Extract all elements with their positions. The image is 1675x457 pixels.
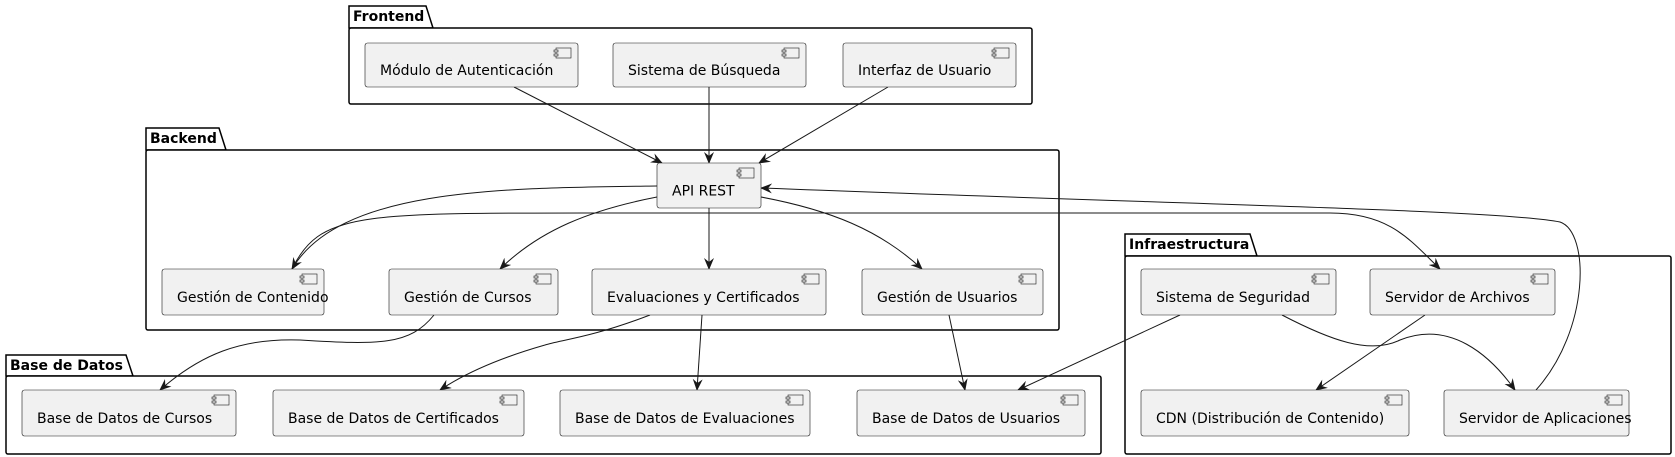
component-icon (1018, 273, 1037, 285)
component-label: Base de Datos de Evaluaciones (575, 411, 795, 427)
component-icon (801, 273, 820, 285)
edge-gcur-to-bdcur (159, 314, 435, 391)
edge-apps-to-api (760, 183, 1581, 391)
component-arch[interactable]: Servidor de Archivos (1369, 268, 1556, 316)
package-title-frontend: Frontend (353, 9, 424, 25)
edge-api-to-gusr (760, 196, 923, 270)
components-layer: Módulo de Autenticación Sistema de Búsque… (21, 42, 1632, 437)
edge-seg-to-bdusr (1017, 314, 1181, 391)
component-bdcert[interactable]: Base de Datos de Certificados (272, 389, 525, 437)
component-box (656, 162, 762, 209)
package-title-infraestructura: Infraestructura (1129, 237, 1249, 253)
edge-gusr-to-bdusr (948, 314, 968, 391)
component-box (21, 389, 237, 437)
component-box (861, 268, 1044, 316)
edges-layer (159, 86, 1581, 391)
component-label: Base de Datos de Usuarios (872, 411, 1060, 427)
component-box (559, 389, 811, 437)
component-box (612, 42, 807, 88)
component-box (856, 389, 1086, 437)
component-icon (781, 47, 800, 59)
component-api[interactable]: API REST (656, 162, 762, 209)
component-box (388, 268, 559, 316)
component-label: Base de Datos de Cursos (37, 411, 212, 427)
component-box (364, 42, 579, 88)
component-label: Evaluaciones y Certificados (607, 290, 800, 306)
component-box (591, 268, 827, 316)
packages-layer: Frontend Backend Infraestructura Base de… (5, 5, 1672, 455)
component-label: Módulo de Autenticación (380, 63, 553, 79)
component-gcur[interactable]: Gestión de Cursos (388, 268, 559, 316)
component-icon (736, 167, 755, 179)
component-label: Interfaz de Usuario (858, 63, 991, 79)
edge-auth-to-api (513, 86, 663, 164)
component-icon (299, 273, 318, 285)
component-bdcur[interactable]: Base de Datos de Cursos (21, 389, 237, 437)
component-box (1140, 268, 1337, 316)
component-bdeval[interactable]: Base de Datos de Evaluaciones (559, 389, 811, 437)
component-label: API REST (672, 184, 735, 200)
component-label: Base de Datos de Certificados (288, 411, 499, 427)
edge-arch-to-cdn (1315, 314, 1426, 391)
edge-api-to-gcont (291, 185, 658, 270)
component-label: Sistema de Seguridad (1156, 290, 1310, 306)
component-apps[interactable]: Servidor de Aplicaciones (1443, 389, 1632, 437)
component-icon (211, 394, 230, 406)
component-box (161, 268, 325, 316)
component-eval[interactable]: Evaluaciones y Certificados (591, 268, 827, 316)
edge-api-to-gcur (499, 196, 658, 270)
package-backend: Backend (145, 127, 1060, 331)
component-gcont[interactable]: Gestión de Contenido (161, 268, 329, 316)
component-icon (1384, 394, 1403, 406)
component-icon (785, 394, 804, 406)
component-icon (553, 47, 572, 59)
edge-seg-to-apps (1281, 314, 1516, 391)
component-busq[interactable]: Sistema de Búsqueda (612, 42, 807, 88)
component-box (1443, 389, 1630, 437)
component-icon (1604, 394, 1623, 406)
component-label: Gestión de Contenido (177, 290, 329, 306)
component-label: Servidor de Aplicaciones (1459, 411, 1632, 427)
component-cdn[interactable]: CDN (Distribución de Contenido) (1140, 389, 1410, 437)
component-bdusr[interactable]: Base de Datos de Usuarios (856, 389, 1086, 437)
component-box (1140, 389, 1410, 437)
edge-gcont-to-arch (291, 212, 1441, 270)
edge-eval-to-bdcert (439, 314, 651, 391)
component-icon (1311, 273, 1330, 285)
edge-ui-to-api (758, 86, 889, 164)
component-ui[interactable]: Interfaz de Usuario (842, 42, 1017, 88)
component-box (272, 389, 525, 437)
component-label: Servidor de Archivos (1385, 290, 1530, 306)
component-gusr[interactable]: Gestión de Usuarios (861, 268, 1044, 316)
edge-eval-to-bdeval (692, 314, 703, 391)
component-label: Sistema de Búsqueda (628, 63, 780, 79)
component-icon (499, 394, 518, 406)
package-title-base-de-datos: Base de Datos (10, 358, 123, 374)
component-icon (1530, 273, 1549, 285)
component-box (842, 42, 1017, 88)
component-icon (1060, 394, 1079, 406)
package-title-backend: Backend (150, 131, 217, 147)
component-icon (533, 273, 552, 285)
component-icon (991, 47, 1010, 59)
component-label: Gestión de Cursos (404, 290, 532, 306)
component-label: CDN (Distribución de Contenido) (1156, 411, 1384, 427)
component-box (1369, 268, 1556, 316)
component-label: Gestión de Usuarios (877, 290, 1017, 306)
component-seg[interactable]: Sistema de Seguridad (1140, 268, 1337, 316)
component-auth[interactable]: Módulo de Autenticación (364, 42, 579, 88)
